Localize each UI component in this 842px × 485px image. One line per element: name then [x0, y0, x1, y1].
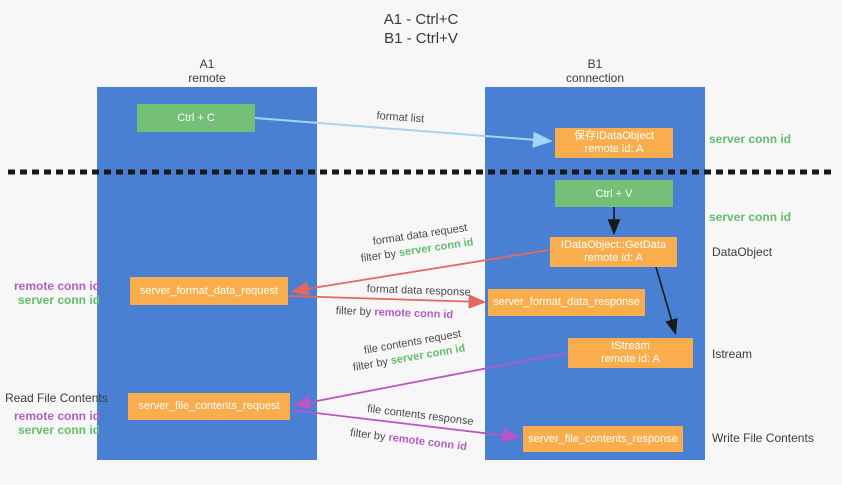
format-list-label: format list: [376, 110, 425, 126]
column-b1-id: B1: [587, 57, 603, 71]
server-conn-id-right-label-1: server conn id: [709, 132, 792, 146]
server-file-contents-request-box: server_file_contents_request: [128, 393, 290, 420]
column-header-a1: A1 remote: [97, 57, 317, 85]
filter-by-remote-conn-id-label-1: filter by remote conn id: [336, 305, 454, 321]
server-conn-id-right-label-2: server conn id: [709, 210, 792, 224]
ctrl-v-label: Ctrl + V: [595, 187, 633, 200]
conn-id-stack-bottom: remote conn id server conn id: [8, 409, 100, 437]
column-a1-id: A1: [199, 57, 215, 71]
remote-conn-id-left-label-1: remote conn id: [13, 279, 100, 293]
filter-by-text: filter by: [360, 247, 397, 265]
server-format-data-response-label: server_format_data_response: [493, 296, 640, 308]
dataobject-label: DataObject: [712, 245, 773, 259]
server-conn-id-left-label-2: server conn id: [17, 423, 100, 437]
remote-conn-id-left-label-2: remote conn id: [13, 409, 100, 423]
save-dataobject-box: 保存IDataObject remote id: A: [555, 128, 673, 158]
remote-conn-id-text: remote conn id: [374, 306, 454, 322]
title-line-2: B1 - Ctrl+V: [384, 30, 458, 47]
save-dataobject-line2: remote id: A: [584, 143, 644, 155]
getdata-line1: IDataObject::GetData: [560, 239, 667, 251]
server-file-contents-request-label: server_file_contents_request: [138, 400, 280, 412]
filter-by-text: filter by: [349, 427, 387, 444]
istream-side-label: Istream: [712, 347, 753, 361]
diagram-title: A1 - Ctrl+C B1 - Ctrl+V: [0, 10, 842, 48]
filter-by-remote-conn-id-label-2: filter by remote conn id: [350, 427, 468, 453]
write-file-contents-label: Write File Contents: [712, 431, 814, 445]
istream-line2: remote id: A: [601, 353, 660, 365]
server-file-contents-response-label: server_file_contents_response: [528, 432, 678, 445]
server-format-data-request-label: server_format_data_request: [139, 284, 279, 297]
remote-conn-id-text: remote conn id: [387, 431, 468, 454]
server-format-data-response-box: server_format_data_response: [488, 289, 645, 316]
file-contents-response-label: file contents response: [366, 403, 475, 428]
ctrl-c-label: Ctrl + C: [177, 112, 215, 124]
getdata-line2: remote id: A: [584, 252, 643, 264]
title-line-1: A1 - Ctrl+C: [383, 11, 459, 28]
filter-by-text: filter by: [352, 355, 390, 374]
server-file-contents-response-box: server_file_contents_response: [523, 426, 683, 452]
save-dataobject-line1: 保存IDataObject: [573, 130, 655, 142]
filter-by-text: filter by: [335, 305, 372, 319]
column-a1-name: remote: [188, 71, 226, 85]
conn-id-stack-mid: remote conn id server conn id: [8, 279, 100, 307]
format-data-response-label: format data response: [366, 283, 471, 299]
server-format-data-request-box: server_format_data_request: [130, 277, 288, 305]
getdata-box: IDataObject::GetData remote id: A: [550, 237, 677, 267]
ctrl-c-box: Ctrl + C: [137, 104, 255, 132]
istream-box: IStream remote id: A: [568, 338, 693, 368]
column-header-b1: B1 connection: [485, 57, 705, 85]
read-file-contents-label: Read File Contents: [5, 391, 108, 405]
column-b1-name: connection: [565, 71, 625, 85]
ctrl-v-box: Ctrl + V: [555, 180, 673, 207]
istream-line1: IStream: [611, 340, 650, 352]
server-conn-id-left-label-1: server conn id: [17, 293, 100, 307]
